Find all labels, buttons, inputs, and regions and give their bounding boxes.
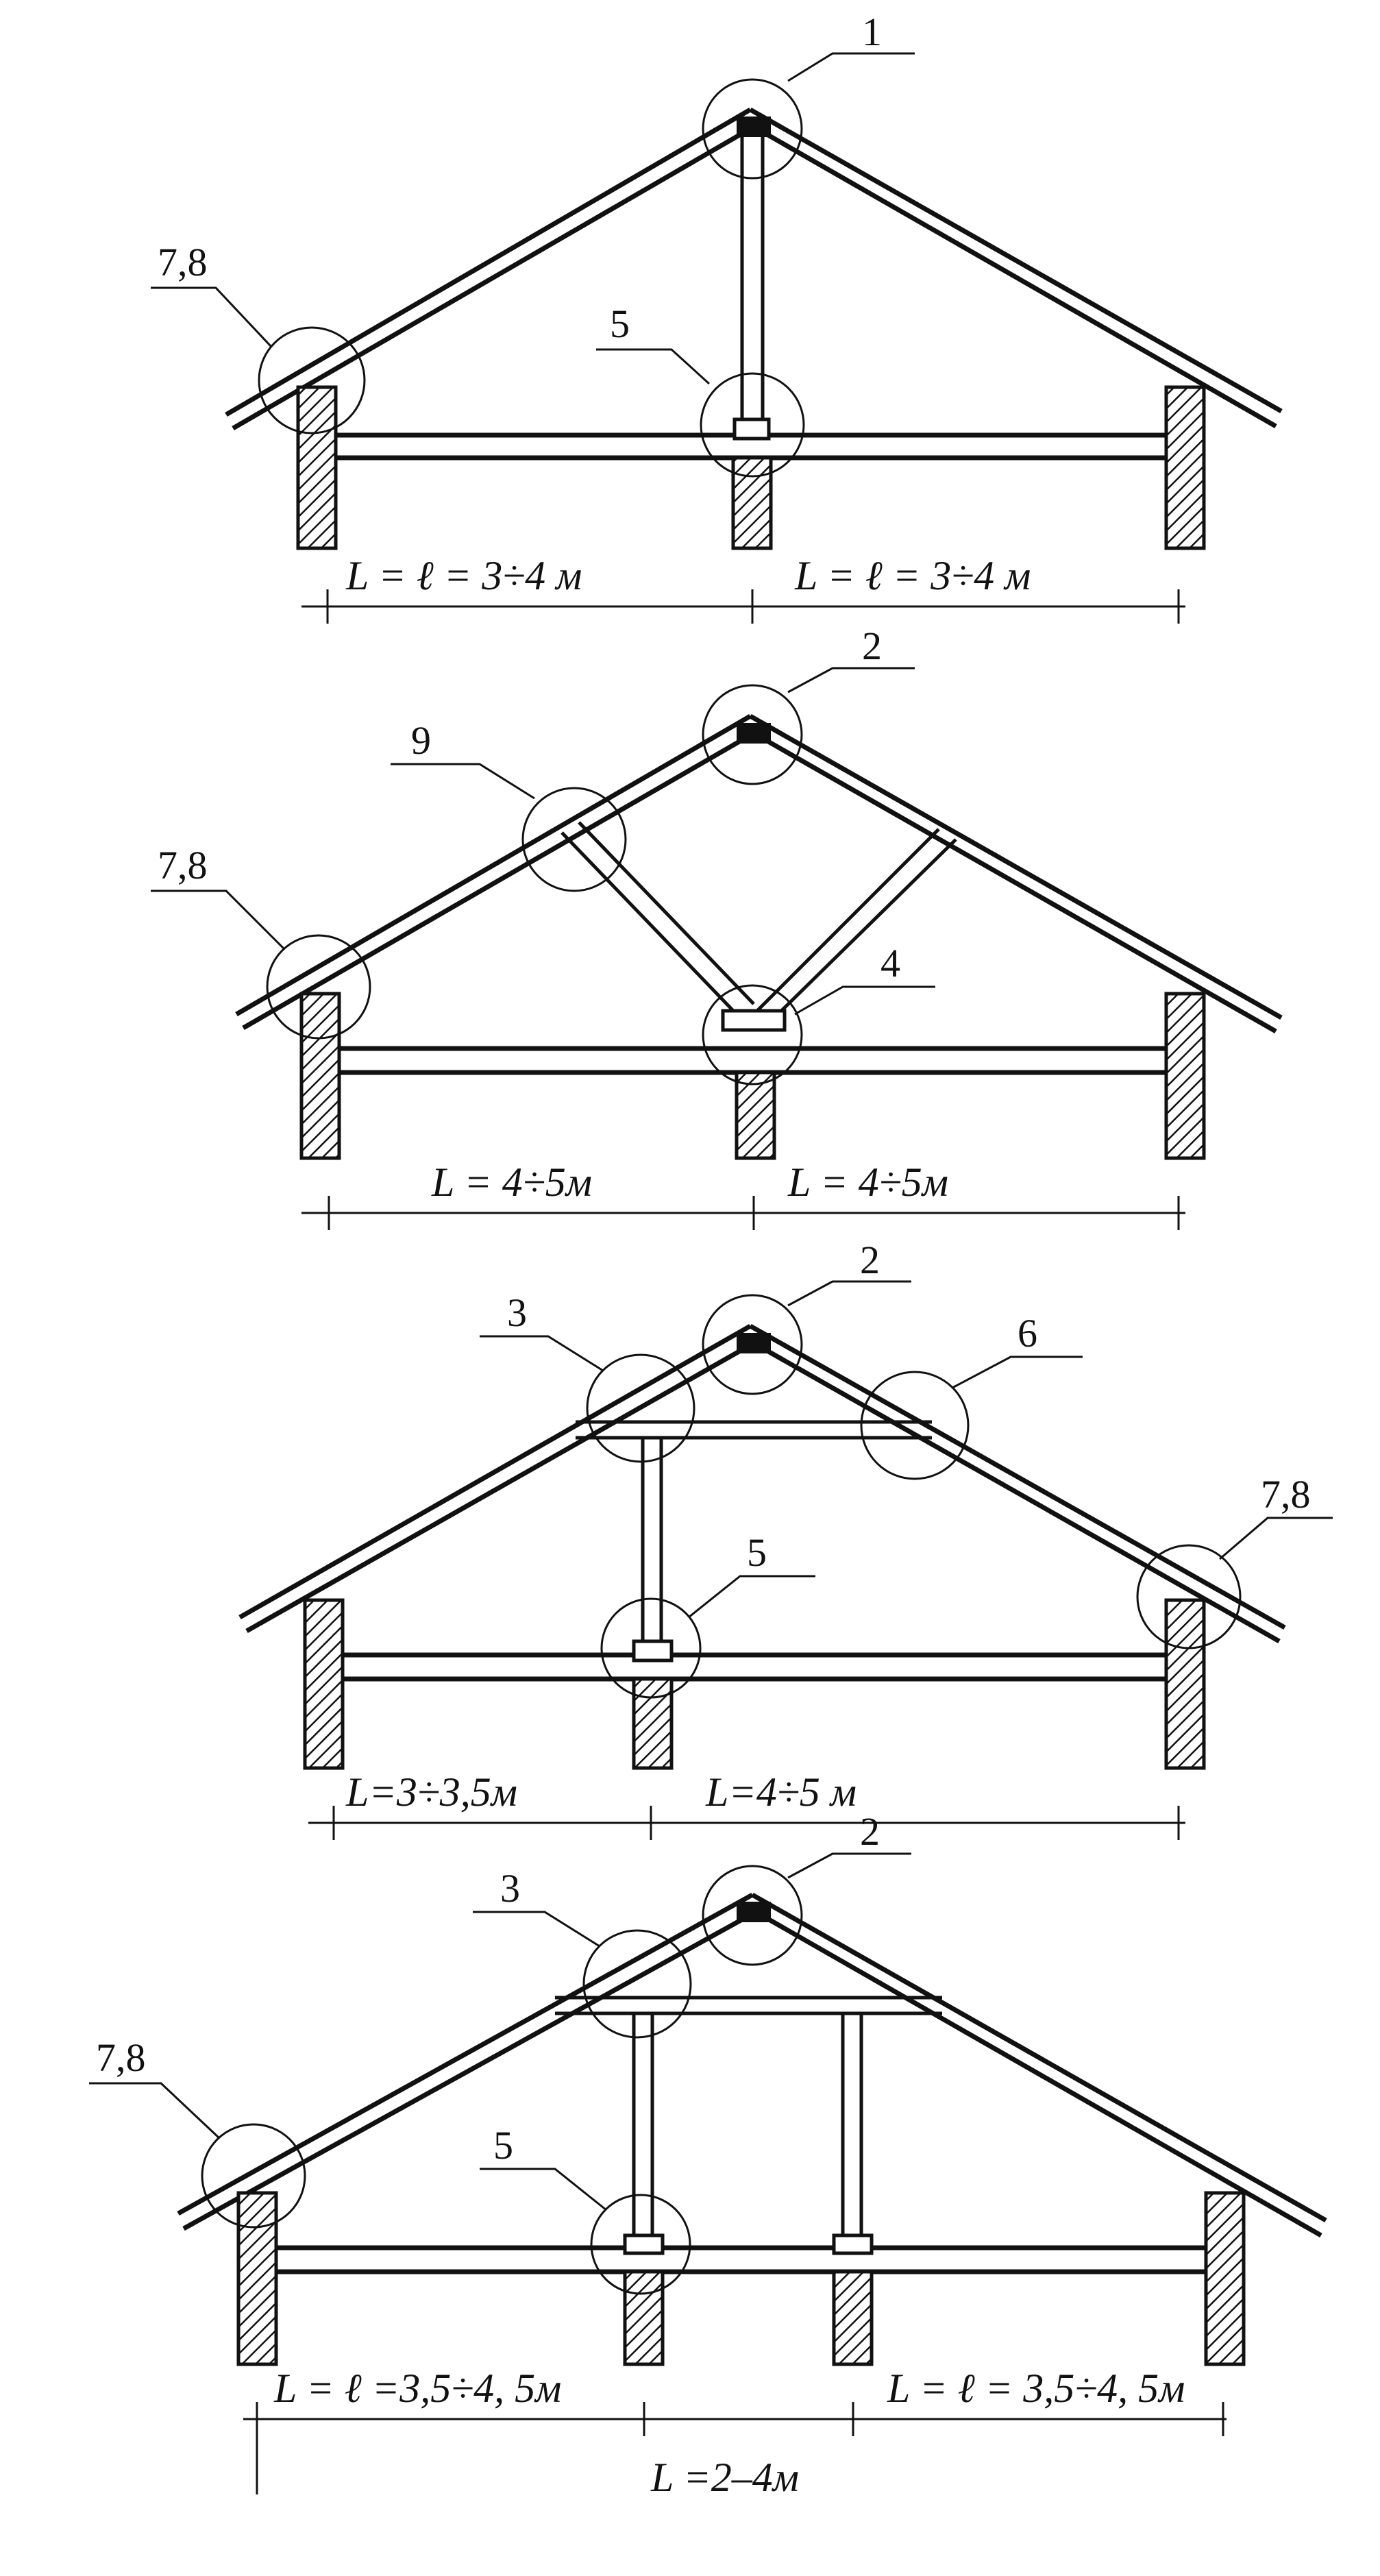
callout-label: 5 bbox=[610, 302, 630, 346]
left-strut bbox=[560, 831, 738, 1016]
strut-support bbox=[721, 1009, 787, 1032]
callout-label: 2 bbox=[860, 1809, 880, 1854]
callout-label: 6 bbox=[1018, 1311, 1037, 1356]
callout-label: 7,8 bbox=[158, 843, 208, 887]
middle-wall-left bbox=[623, 2270, 665, 2366]
left-rafter bbox=[235, 713, 752, 1017]
detail-circle-4 bbox=[702, 984, 803, 1085]
callout-label: 5 bbox=[747, 1530, 767, 1575]
right-wall bbox=[1164, 385, 1206, 550]
diagram-1: 1 5 7,8 L = ℓ = 3÷4 м L = ℓ = 3÷4 м bbox=[151, 10, 1283, 624]
detail-circle-2 bbox=[702, 1865, 803, 1966]
detail-circle-7-8 bbox=[201, 2123, 306, 2229]
right-rafter bbox=[749, 1323, 1286, 1630]
callout-label: 9 bbox=[411, 718, 431, 763]
callout-label: 7,8 bbox=[96, 2035, 146, 2080]
detail-circle-5 bbox=[590, 2194, 691, 2295]
detail-circle-5 bbox=[600, 1597, 702, 1699]
right-wall bbox=[1164, 992, 1206, 1160]
callout-label: 7,8 bbox=[158, 240, 208, 284]
dimension-label: L = ℓ = 3÷4 м bbox=[794, 553, 1031, 598]
ridge-block bbox=[737, 1902, 771, 1922]
left-wall bbox=[236, 2191, 278, 2366]
detail-circle-3 bbox=[582, 1929, 692, 2039]
detail-circle-3 bbox=[586, 1353, 695, 1463]
diagram-3: 2 3 6 7,8 5 L=3÷3,5м L=4÷5 м bbox=[238, 1238, 1333, 1840]
detail-circle-2 bbox=[702, 684, 803, 785]
ridge-block bbox=[737, 1333, 771, 1353]
left-rafter bbox=[225, 107, 752, 417]
dimension-label: L = 4÷5м bbox=[787, 1160, 948, 1205]
dimension-label: L =2–4м bbox=[650, 2455, 799, 2500]
detail-circle-5 bbox=[700, 372, 805, 478]
middle-wall bbox=[735, 1070, 776, 1160]
right-wall bbox=[1164, 1598, 1206, 1770]
left-wall bbox=[296, 385, 338, 550]
left-wall bbox=[299, 992, 341, 1160]
middle-wall bbox=[632, 1677, 674, 1770]
middle-wall-right bbox=[832, 2270, 874, 2366]
callout-label: 4 bbox=[880, 941, 900, 985]
dimension-label: L = ℓ = 3,5÷4, 5м bbox=[887, 2366, 1185, 2411]
detail-circle-2 bbox=[702, 1294, 803, 1395]
detail-circle-6 bbox=[860, 1371, 970, 1480]
middle-wall bbox=[731, 456, 773, 550]
diagram-2: 2 9 7,8 4 L = 4÷5м L = 4÷5м bbox=[151, 624, 1283, 1230]
callout-label: 5 bbox=[493, 2123, 513, 2168]
left-rafter bbox=[177, 1892, 754, 2216]
diagram-4: 2 3 7,8 5 L = ℓ =3,5÷4, 5м L = ℓ = 3,5÷4… bbox=[89, 1809, 1327, 2500]
ridge-block bbox=[737, 116, 771, 137]
right-rafter bbox=[751, 1892, 1327, 2223]
callout-label: 2 bbox=[860, 1238, 880, 1282]
callout-label: 1 bbox=[862, 10, 882, 54]
detail-circle-7-8 bbox=[1136, 1544, 1242, 1649]
detail-circle-7-8 bbox=[266, 934, 371, 1040]
right-strut bbox=[752, 828, 940, 1016]
dimension-label: L = ℓ = 3÷4 м bbox=[345, 553, 582, 598]
callout-label: 7,8 bbox=[1261, 1472, 1311, 1517]
detail-circle-1 bbox=[702, 78, 803, 180]
left-rafter bbox=[238, 1323, 752, 1620]
callout-label: 3 bbox=[500, 1866, 520, 1911]
left-wall bbox=[303, 1598, 345, 1770]
dimension-label: L=4÷5 м bbox=[705, 1769, 857, 1815]
callout-label: 3 bbox=[507, 1290, 527, 1335]
dimension-label: L = ℓ =3,5÷4, 5м bbox=[273, 2366, 561, 2411]
ridge-block bbox=[737, 723, 771, 744]
dimension-label: L = 4÷5м bbox=[431, 1160, 592, 1205]
callout-label: 2 bbox=[862, 624, 882, 668]
right-rafter bbox=[749, 107, 1283, 414]
detail-circle-9 bbox=[521, 787, 627, 892]
dimension-label: L=3÷3,5м bbox=[345, 1769, 517, 1815]
right-wall bbox=[1204, 2191, 1246, 2366]
detail-circle-7-8 bbox=[258, 326, 366, 434]
right-rafter bbox=[749, 713, 1283, 1020]
